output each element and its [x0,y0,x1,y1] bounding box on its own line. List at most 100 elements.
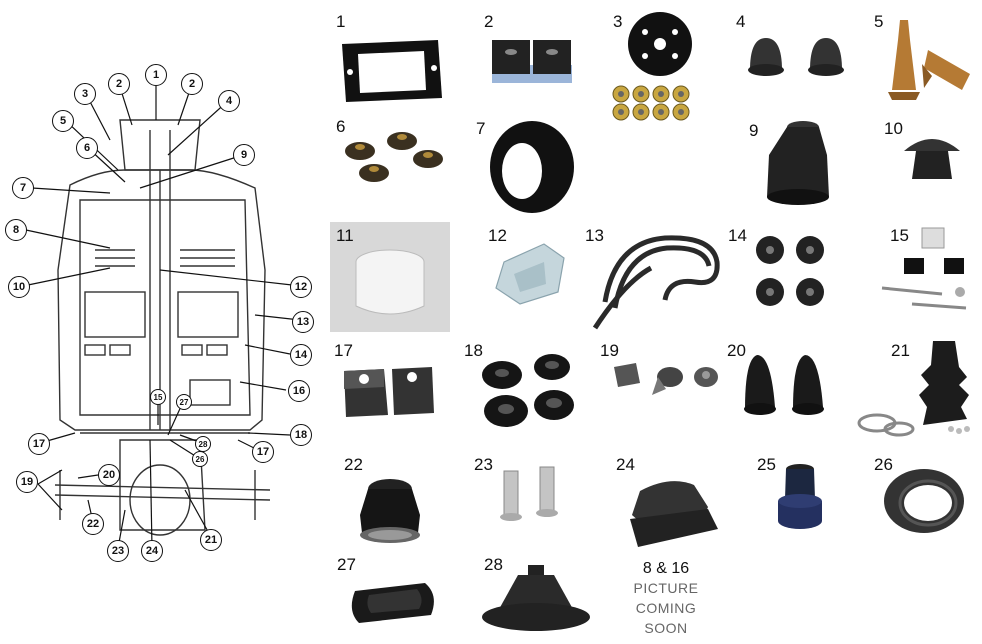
part-number: 25 [757,455,776,474]
part-6[interactable]: 6 [330,115,455,210]
clear-bushing-icon [495,243,565,305]
oval-grommet-icon [351,583,434,623]
mushroom-grommet-icon [904,139,960,179]
part-number: 12 [488,226,507,245]
part-20[interactable]: 20 [725,337,840,427]
part-number: 24 [616,455,635,474]
part-17[interactable]: 17 [330,337,440,427]
callout-3[interactable]: 3 [74,83,96,105]
part-number: 4 [736,12,746,31]
bump-stops-icon [744,355,824,415]
coming-soon-line2: COMING [635,600,697,616]
callout-2[interactable]: 2 [181,73,203,95]
shift-boot-icon [630,481,718,547]
callout-14[interactable]: 14 [290,344,312,366]
callout-18[interactable]: 18 [290,424,312,446]
part-18[interactable]: 18 [460,337,580,437]
brass-fittings-icon [888,20,970,100]
seal-strip-icon [592,235,720,330]
rubber-pads-icon [492,40,572,83]
mount-rings-icon [482,354,574,427]
callout-17[interactable]: 17 [252,441,274,463]
callout-13[interactable]: 13 [292,311,314,333]
callout-15[interactable]: 15 [150,389,166,405]
callout-8[interactable]: 8 [5,219,27,241]
callout-6[interactable]: 6 [76,137,98,159]
callout-2[interactable]: 2 [108,73,130,95]
bump-stop-icon [748,38,844,76]
part-number: 18 [464,341,483,360]
cv-boot-kit-icon [857,341,970,437]
callout-28[interactable]: 28 [195,436,211,452]
part-number: 7 [476,119,486,138]
callout-5[interactable]: 5 [52,110,74,132]
coming-soon-line1: PICTURE [633,580,699,596]
rubber-ring-icon [490,121,574,213]
part-24[interactable]: 24 [610,455,735,555]
bushing-set-icon [345,132,443,182]
part-15[interactable]: 15 [872,222,980,322]
chassis-outline [25,83,301,549]
part-11[interactable]: 11 [330,222,450,332]
callout-20[interactable]: 20 [98,464,120,486]
part-number: 13 [585,226,604,245]
part-21[interactable]: 21 [855,337,980,437]
gasket-plate-icon [342,40,442,102]
part-12[interactable]: 12 [484,222,584,317]
part-number: 2 [484,12,494,31]
callout-19[interactable]: 19 [16,471,38,493]
part-number: 21 [891,341,910,360]
part-13[interactable]: 13 [585,222,730,337]
rubber-boot-icon [767,121,829,205]
callout-7[interactable]: 7 [12,177,34,199]
part-4[interactable]: 4 [730,10,850,110]
part-1[interactable]: 1 [330,10,450,110]
callout-9[interactable]: 9 [233,144,255,166]
part-number: 17 [334,341,353,360]
callout-22[interactable]: 22 [82,513,104,535]
metal-sleeves-icon [500,466,558,521]
part-9[interactable]: 9 [745,115,855,215]
callout-24[interactable]: 24 [141,540,163,562]
part-number: 15 [890,226,909,245]
part-number: 26 [874,455,893,474]
part-7[interactable]: 7 [470,115,585,215]
part-number: 1 [336,12,346,31]
part-23[interactable]: 23 [470,455,570,555]
callout-10[interactable]: 10 [8,276,30,298]
shifter-boot-icon [482,565,590,631]
part-25[interactable]: 25 [755,455,845,555]
part-22[interactable]: 22 [340,455,440,555]
callout-16[interactable]: 16 [288,380,310,402]
part-number: 19 [600,341,619,360]
coming-soon-note: 8 & 16 PICTURE COMING SOON [616,560,716,638]
part-number: 22 [344,455,363,474]
part-5[interactable]: 5 [870,10,980,110]
callout-4[interactable]: 4 [218,90,240,112]
part-14[interactable]: 14 [728,222,840,322]
part-10[interactable]: 10 [880,115,980,215]
coming-soon-title: 8 & 16 [642,560,690,577]
part-number: 23 [474,455,493,474]
part-number: 9 [749,121,759,140]
part-19[interactable]: 19 [596,337,726,417]
callout-12[interactable]: 12 [290,276,312,298]
part-3[interactable]: 3 [605,10,715,125]
callout-26[interactable]: 26 [192,451,208,467]
part-27[interactable]: 27 [335,555,445,635]
callout-23[interactable]: 23 [107,540,129,562]
round-grommet-icon [884,469,964,533]
part-number: 14 [728,226,747,245]
part-number: 11 [336,226,354,245]
callout-21[interactable]: 21 [200,529,222,551]
part-2[interactable]: 2 [478,10,578,110]
part-number: 5 [874,12,884,31]
part-28[interactable]: 28 [478,555,598,635]
coupler-disc-icon [612,12,692,121]
callout-1[interactable]: 1 [145,64,167,86]
part-26[interactable]: 26 [868,455,980,555]
callout-17[interactable]: 17 [28,433,50,455]
callout-27[interactable]: 27 [176,394,192,410]
part-number: 3 [613,12,623,31]
part-number: 10 [884,119,903,138]
